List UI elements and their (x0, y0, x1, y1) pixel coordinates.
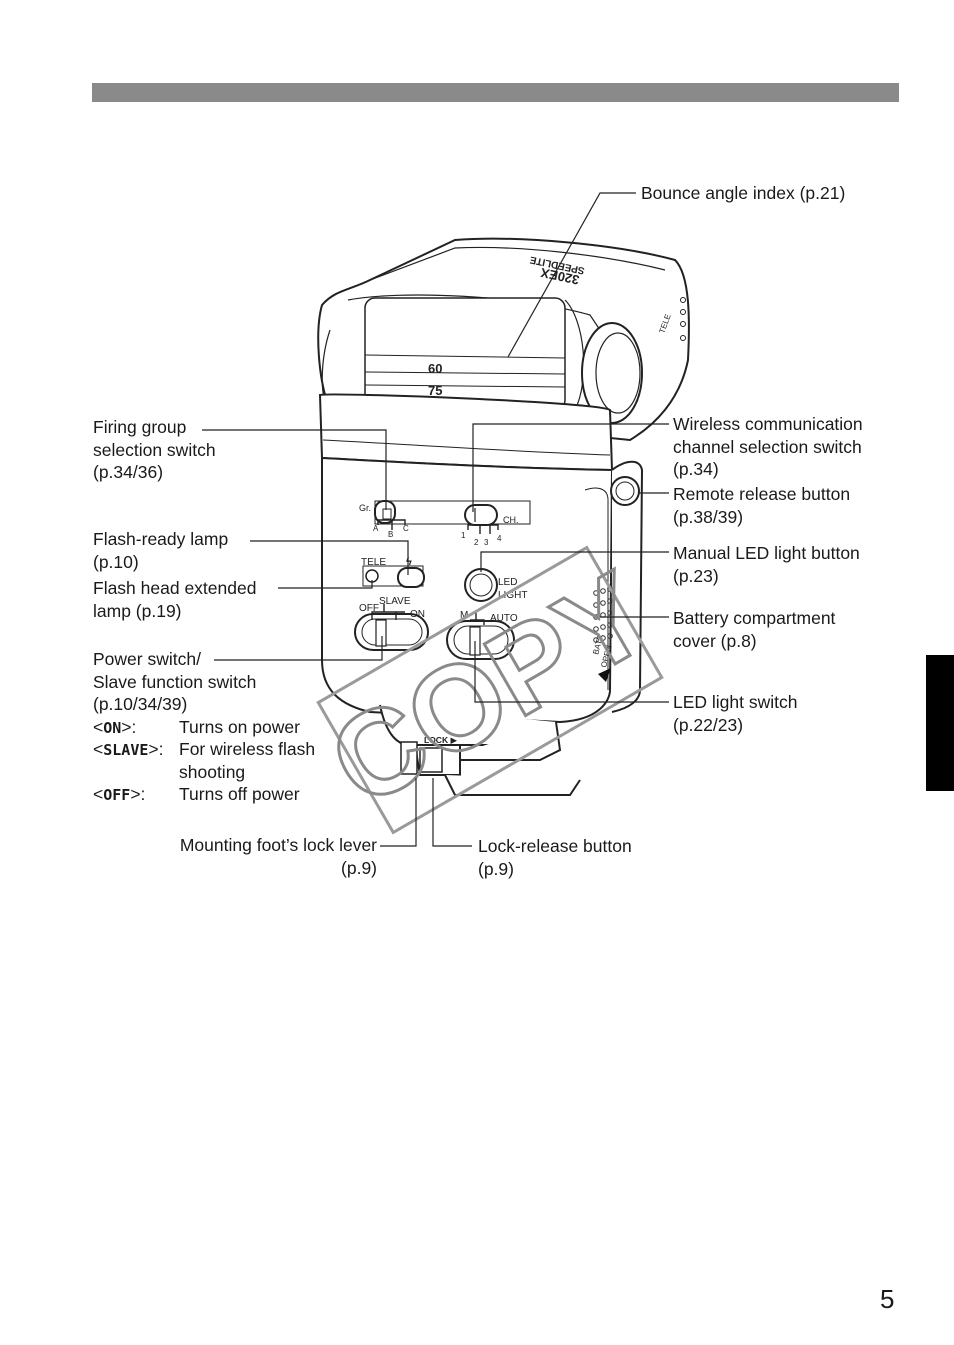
group-a-marking: A (373, 524, 379, 533)
power-switch-line-3: (p.10/34/39) (93, 694, 188, 714)
lock-lever-line-1: Mounting foot’s lock lever (179, 835, 377, 855)
mode-off-row: <OFF>: Turns off power (93, 783, 300, 807)
mode-slave-key: SLAVE (103, 741, 149, 759)
header-bar (92, 83, 899, 102)
tele-marking: TELE (361, 557, 386, 568)
mode-slave-open: < (93, 739, 104, 759)
mode-on-desc: Turns on power (179, 717, 300, 737)
auto-marking: AUTO (490, 613, 518, 624)
mode-slave-desc: For wireless flash shooting (179, 739, 316, 782)
manual-led-line-2: (p.23) (673, 565, 719, 586)
mode-off-close: >: (130, 784, 146, 804)
mode-on-close: >: (121, 717, 137, 737)
callout-lines (202, 192, 669, 847)
angle-60-marking: 60 (428, 361, 442, 376)
firing-group-line-3: (p.34/36) (93, 462, 164, 482)
mode-off-desc: Turns off power (179, 784, 300, 804)
on-marking: ON (410, 609, 425, 620)
led-switch-label: LED light switch (p.22/23) (673, 691, 798, 736)
angle-75-marking: 75 (428, 383, 442, 398)
lock-release-line-1: Lock-release button (478, 836, 632, 856)
light-marking: LIGHT (498, 590, 527, 601)
wireless-channel-label: Wireless communication channel selection… (673, 413, 863, 481)
head-bracket (318, 393, 614, 472)
mode-off-open: < (93, 784, 104, 804)
manual-led-line-1: Manual LED light button (673, 543, 860, 563)
flash-ready-line-2: (p.10) (93, 551, 139, 572)
wireless-channel-line-2: channel selection switch (673, 436, 862, 457)
flash-ready-line-1: Flash-ready lamp (93, 529, 229, 549)
power-switch-line-2: Slave function switch (93, 671, 257, 692)
switch-scale-ticks (371, 519, 499, 625)
led-switch-line-1: LED light switch (673, 692, 798, 712)
remote-release-label: Remote release button (p.38/39) (673, 483, 850, 528)
battery-cover-label: Battery compartment cover (p.8) (673, 607, 835, 652)
led-marking: LED (498, 577, 517, 588)
section-tab (926, 655, 954, 791)
group-c-marking: C (403, 524, 409, 533)
flash-head (317, 237, 690, 442)
battery-cover-line-1: Battery compartment (673, 608, 836, 628)
remote-release-line-1: Remote release button (673, 484, 851, 504)
flash-head-extended-label: Flash head extended lamp (p.19) (93, 577, 256, 622)
m-marking: M (460, 610, 468, 621)
firing-group-label: Firing group selection switch (p.34/36) (93, 416, 216, 484)
ch-2-marking: 2 (474, 538, 479, 547)
manual-led-label: Manual LED light button (p.23) (673, 542, 860, 587)
mode-on-row: <ON>: Turns on power (93, 716, 300, 740)
power-switch-line-1: Power switch/ (93, 649, 201, 669)
slave-marking: SLAVE (379, 596, 411, 607)
ch-1-marking: 1 (461, 531, 466, 540)
flash-head-extended-line-2: lamp (p.19) (93, 600, 182, 621)
page-number: 5 (880, 1284, 895, 1314)
lock-release-label: Lock-release button (p.9) (478, 835, 632, 880)
wireless-channel-line-3: (p.34) (673, 459, 719, 479)
lock-lever-label: Mounting foot’s lock lever (p.9) (160, 834, 377, 879)
bounce-angle-index-label: Bounce angle index (p.21) (641, 183, 846, 203)
ch-3-marking: 3 (484, 538, 489, 547)
ch-4-marking: 4 (497, 534, 502, 543)
mode-on-key: ON (103, 719, 122, 737)
bolt-icon: ϟ (406, 556, 412, 568)
lock-marking: LOCK ▶ (424, 735, 457, 745)
battery-cover-line-2: cover (p.8) (673, 630, 757, 651)
led-switch-line-2: (p.22/23) (673, 714, 744, 735)
power-switch-label: Power switch/ Slave function switch (p.1… (93, 648, 256, 716)
mode-on-open: < (93, 717, 104, 737)
ch-marking: CH. (503, 515, 519, 525)
batt-arrow-icon (598, 668, 611, 682)
lock-lever-line-2: (p.9) (341, 857, 377, 878)
flash-ready-lamp-label: Flash-ready lamp (p.10) (93, 528, 228, 573)
mode-off-key: OFF (103, 786, 131, 804)
gr-marking: Gr. (359, 503, 371, 513)
mode-slave-row: <SLAVE>: For wireless flash shooting (93, 738, 315, 783)
firing-group-line-2: selection switch (93, 439, 216, 460)
flash-head-extended-line-1: Flash head extended (93, 578, 257, 598)
flash-body (321, 456, 644, 724)
remote-release-line-2: (p.38/39) (673, 506, 744, 527)
lock-release-line-2: (p.9) (478, 858, 514, 879)
off-marking: OFF (359, 603, 379, 614)
wireless-channel-line-1: Wireless communication (673, 414, 863, 434)
group-b-marking: B (388, 530, 393, 539)
mode-slave-close: >: (148, 739, 164, 759)
firing-group-line-1: Firing group (93, 417, 187, 437)
